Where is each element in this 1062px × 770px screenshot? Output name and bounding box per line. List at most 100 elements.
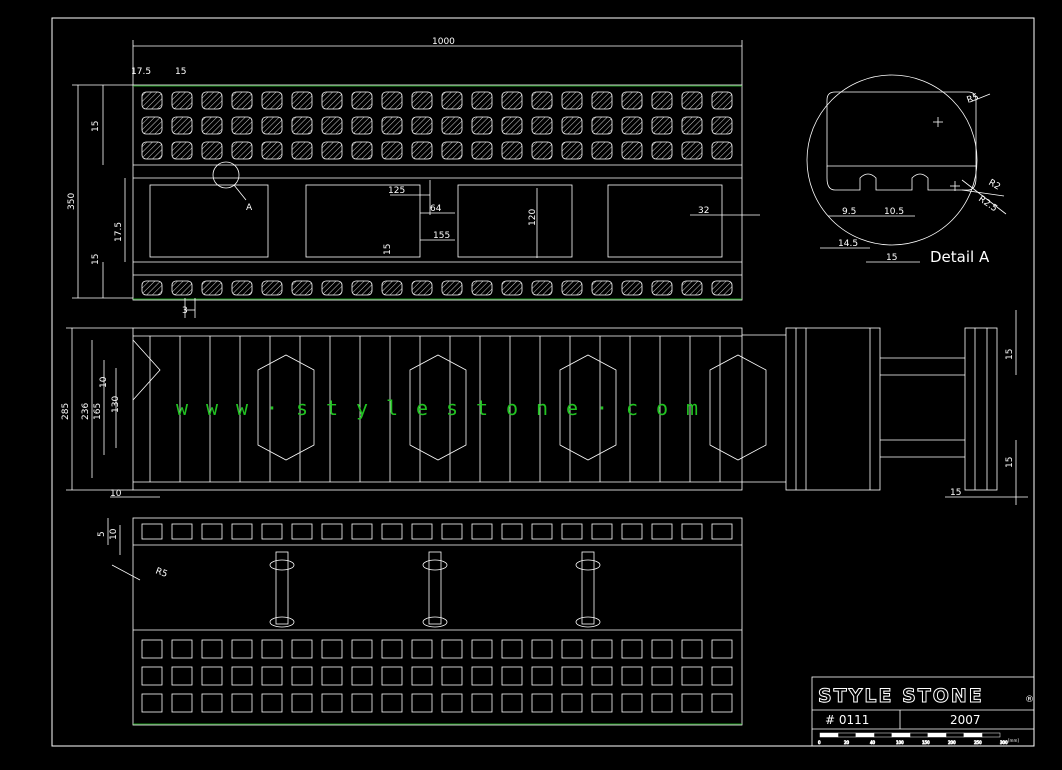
bottom-square	[141, 666, 163, 686]
bottom-square	[201, 666, 223, 686]
scale-segment	[855, 732, 875, 738]
bottom-upper-square	[471, 523, 493, 540]
scale-segment	[963, 732, 983, 738]
bottom-pillar-collar	[422, 616, 448, 628]
bottom-square	[411, 666, 433, 686]
watermark-glyph: t	[476, 396, 498, 420]
top-hole	[411, 91, 433, 110]
top-lower-hole	[471, 280, 493, 296]
bottom-square	[711, 639, 733, 659]
watermark-glyph: w	[206, 396, 228, 420]
bottom-upper-square	[561, 523, 583, 540]
top-lower-hole	[411, 280, 433, 296]
bottom-square	[261, 639, 283, 659]
front-ribs	[149, 336, 721, 482]
detail-a	[806, 74, 1007, 263]
scale-segment	[945, 732, 965, 738]
top-hole	[141, 141, 163, 160]
top-hole	[651, 141, 673, 160]
bottom-square	[561, 693, 583, 713]
bottom-square	[591, 666, 613, 686]
top-hole	[381, 116, 403, 135]
top-hole	[171, 116, 193, 135]
dim-top-edge: 15	[175, 67, 186, 77]
front-dim-10-vertical: 10	[99, 376, 109, 388]
bottom-square	[681, 666, 703, 686]
top-hole	[201, 91, 223, 110]
bottom-square	[651, 639, 673, 659]
bottom-upper-square	[291, 523, 313, 540]
bottom-upper-square	[411, 523, 433, 540]
bottom-square	[681, 693, 703, 713]
bottom-square	[411, 693, 433, 713]
top-hole	[441, 116, 463, 135]
bottom-square	[201, 693, 223, 713]
front-window	[709, 354, 767, 461]
bottom-upper-square	[681, 523, 703, 540]
bottom-square	[201, 639, 223, 659]
watermark-glyph: w	[236, 396, 258, 420]
top-lower-hole	[531, 280, 553, 296]
bottom-upper-square	[141, 523, 163, 540]
watermark-glyph: c	[626, 396, 648, 420]
top-hole	[201, 141, 223, 160]
top-inner-cells	[149, 184, 723, 258]
bottom-upper-square	[441, 523, 463, 540]
top-inner-cell	[305, 184, 421, 258]
top-hole	[321, 91, 343, 110]
bottom-upper-square-row	[141, 523, 733, 540]
bottom-pillar	[581, 551, 595, 625]
front-view-outline	[132, 327, 743, 491]
front-windows	[257, 354, 767, 461]
top-lower-hole	[561, 280, 583, 296]
bottom-square	[531, 693, 553, 713]
bottom-pillar	[275, 551, 289, 625]
bottom-square	[171, 666, 193, 686]
top-lower-hole	[501, 280, 523, 296]
bottom-square	[411, 639, 433, 659]
bottom-pillar-collar	[269, 559, 295, 571]
dim-slot-125: 125	[388, 186, 405, 196]
bottom-dim-5: 5	[97, 531, 107, 537]
bottom-square	[531, 639, 553, 659]
detail-dim-r5: R5	[966, 92, 981, 105]
bottom-square	[381, 639, 403, 659]
scale-label: 100	[896, 740, 904, 745]
watermark-glyph: m	[686, 396, 708, 420]
dim-height: 350	[67, 193, 77, 210]
top-hole	[231, 91, 253, 110]
bottom-square	[591, 693, 613, 713]
top-hole-grid	[141, 91, 733, 160]
top-hole	[591, 116, 613, 135]
bottom-square	[231, 693, 253, 713]
side-dim-bottom-left-15: 15	[950, 488, 961, 498]
top-inner-cell	[149, 184, 269, 258]
bottom-pillar-collar	[269, 616, 295, 628]
bottom-upper-square	[201, 523, 223, 540]
bottom-dim-r5: R5	[154, 566, 169, 579]
detail-dim-r25: R2.5	[976, 194, 999, 214]
top-hole	[501, 91, 523, 110]
bottom-upper-square	[351, 523, 373, 540]
bottom-square	[501, 639, 523, 659]
bottom-upper-square	[651, 523, 673, 540]
bottom-square	[471, 639, 493, 659]
dim-slot-120: 120	[528, 209, 538, 226]
watermark-glyph: ·	[596, 396, 618, 420]
scale-segment	[891, 732, 911, 738]
detail-title: Detail A	[930, 248, 990, 266]
bottom-square	[501, 666, 523, 686]
bottom-square	[231, 666, 253, 686]
front-dim-236: 236	[81, 403, 91, 420]
top-hole	[171, 91, 193, 110]
top-hole	[141, 91, 163, 110]
top-hole	[381, 141, 403, 160]
front-window	[257, 354, 315, 461]
front-dim-165: 165	[93, 403, 103, 420]
watermark-glyph: e	[566, 396, 588, 420]
top-lower-hole	[321, 280, 343, 296]
top-hole	[261, 91, 283, 110]
detail-dim-14-5: 14.5	[838, 239, 858, 249]
bottom-square	[561, 639, 583, 659]
top-lower-hole-row	[141, 280, 733, 296]
